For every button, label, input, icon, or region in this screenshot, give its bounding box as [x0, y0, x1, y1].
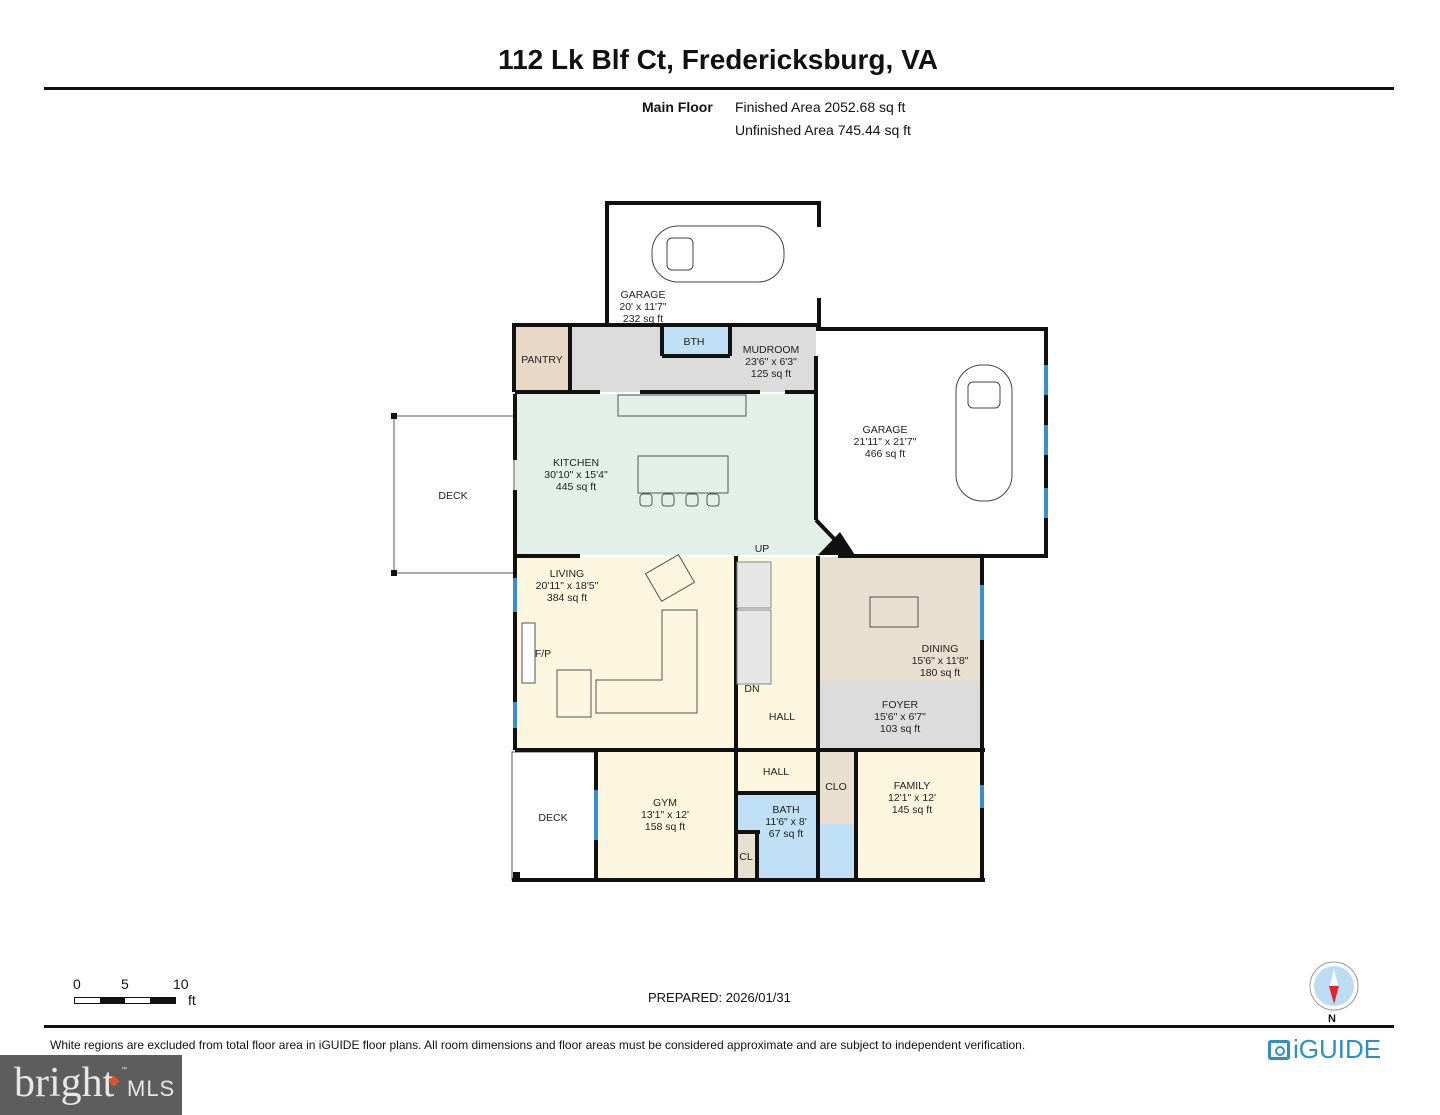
svg-text:20'11" x 18'5": 20'11" x 18'5" — [536, 580, 599, 592]
svg-text:103 sq ft: 103 sq ft — [880, 723, 920, 735]
room-labels: GARAGE 20' x 11'7" 232 sq ft PANTRY BTH … — [438, 289, 968, 863]
iguide-wordmark: iGUIDE — [1293, 1034, 1382, 1064]
dining-table — [869, 596, 919, 628]
room-family — [857, 752, 983, 879]
svg-text:LIVING: LIVING — [550, 568, 584, 580]
trademark: ™ — [121, 1067, 127, 1073]
svg-text:23'6" x 6'3": 23'6" x 6'3" — [745, 356, 797, 368]
disclaimer: White regions are excluded from total fl… — [50, 1038, 1026, 1052]
svg-text:13'1" x 12': 13'1" x 12' — [641, 809, 689, 821]
windows — [513, 365, 1048, 840]
svg-text:21'11" x 21'7": 21'11" x 21'7" — [854, 436, 917, 448]
room-foyer — [819, 681, 981, 749]
svg-text:F/P: F/P — [535, 648, 551, 660]
room-living — [517, 557, 735, 749]
svg-text:UP: UP — [755, 543, 770, 555]
scale-bar: 0 5 10 ft — [70, 976, 210, 1016]
svg-text:67 sq ft: 67 sq ft — [769, 828, 804, 840]
svg-text:15'6" x 11'8": 15'6" x 11'8" — [912, 655, 969, 667]
svg-text:11'6" x 8': 11'6" x 8' — [765, 816, 806, 828]
mls-word: MLS — [127, 1076, 176, 1101]
unfinished-area: Unfinished Area 745.44 sq ft — [735, 122, 911, 138]
svg-text:FAMILY: FAMILY — [894, 780, 931, 792]
scale-tick: 5 — [121, 976, 129, 992]
svg-text:466 sq ft: 466 sq ft — [865, 448, 905, 460]
prepared-date: PREPARED: 2026/01/31 — [648, 990, 791, 1005]
svg-text:12'1" x 12': 12'1" x 12' — [888, 792, 936, 804]
svg-text:GYM: GYM — [653, 797, 677, 809]
svg-text:CL: CL — [739, 851, 753, 863]
car-icon — [651, 225, 785, 283]
room-deck-2 — [511, 751, 597, 881]
floor-name: Main Floor — [642, 99, 713, 115]
finished-area: Finished Area 2052.68 sq ft — [735, 99, 906, 115]
svg-text:145 sq ft: 145 sq ft — [892, 804, 932, 816]
footer-divider — [44, 1025, 1394, 1028]
svg-text:HALL: HALL — [769, 711, 795, 723]
svg-text:384 sq ft: 384 sq ft — [547, 592, 587, 604]
room-clo — [819, 752, 855, 824]
scale-tick: 10 — [173, 976, 189, 992]
room-kitchen — [515, 394, 838, 555]
svg-text:FOYER: FOYER — [882, 699, 919, 711]
svg-text:DECK: DECK — [538, 812, 567, 824]
scale-unit: ft — [188, 992, 196, 1008]
room-hall-2 — [737, 752, 817, 792]
scale-tick: 0 — [73, 976, 81, 992]
svg-text:KITCHEN: KITCHEN — [553, 457, 599, 469]
svg-text:BTH: BTH — [684, 336, 705, 348]
svg-text:GARAGE: GARAGE — [863, 424, 908, 436]
room-cl — [737, 832, 757, 879]
compass-icon — [1309, 961, 1359, 1011]
compass-north-label: N — [1328, 1013, 1336, 1025]
svg-text:30'10" x 15'4": 30'10" x 15'4" — [544, 469, 608, 481]
bright-mls-watermark: bright ™ MLS — [0, 1055, 182, 1115]
svg-text:180 sq ft: 180 sq ft — [920, 667, 960, 679]
svg-text:158 sq ft: 158 sq ft — [645, 821, 685, 833]
room-bth — [662, 327, 730, 355]
svg-text:DECK: DECK — [438, 490, 467, 502]
page-title: 112 Lk Blf Ct, Fredericksburg, VA — [498, 44, 938, 75]
svg-text:DN: DN — [744, 683, 759, 695]
iguide-camera-icon — [1268, 1039, 1290, 1060]
svg-text:PANTRY: PANTRY — [521, 354, 563, 366]
car-icon — [955, 364, 1013, 502]
svg-text:15'6" x 6'7": 15'6" x 6'7" — [874, 711, 926, 723]
bright-word: bright — [14, 1060, 115, 1106]
svg-text:MUDROOM: MUDROOM — [743, 344, 800, 356]
staircase — [736, 561, 772, 685]
room-dining — [819, 557, 981, 681]
iguide-logo: iGUIDE — [1268, 1034, 1381, 1065]
svg-text:DINING: DINING — [922, 643, 959, 655]
svg-text:232 sq ft: 232 sq ft — [623, 313, 663, 325]
walls — [512, 201, 1048, 882]
svg-text:20' x 11'7": 20' x 11'7" — [619, 301, 667, 313]
room-pantry — [515, 327, 572, 392]
svg-text:BATH: BATH — [772, 804, 799, 816]
room-gym — [598, 752, 735, 879]
svg-text:445 sq ft: 445 sq ft — [556, 481, 596, 493]
svg-text:HALL: HALL — [763, 766, 789, 778]
title-divider — [44, 87, 1394, 90]
svg-text:GARAGE: GARAGE — [621, 289, 666, 301]
svg-text:CLO: CLO — [825, 781, 847, 793]
svg-text:125 sq ft: 125 sq ft — [751, 368, 791, 380]
kitchen-island — [637, 455, 729, 494]
room-deck-1 — [393, 415, 515, 574]
